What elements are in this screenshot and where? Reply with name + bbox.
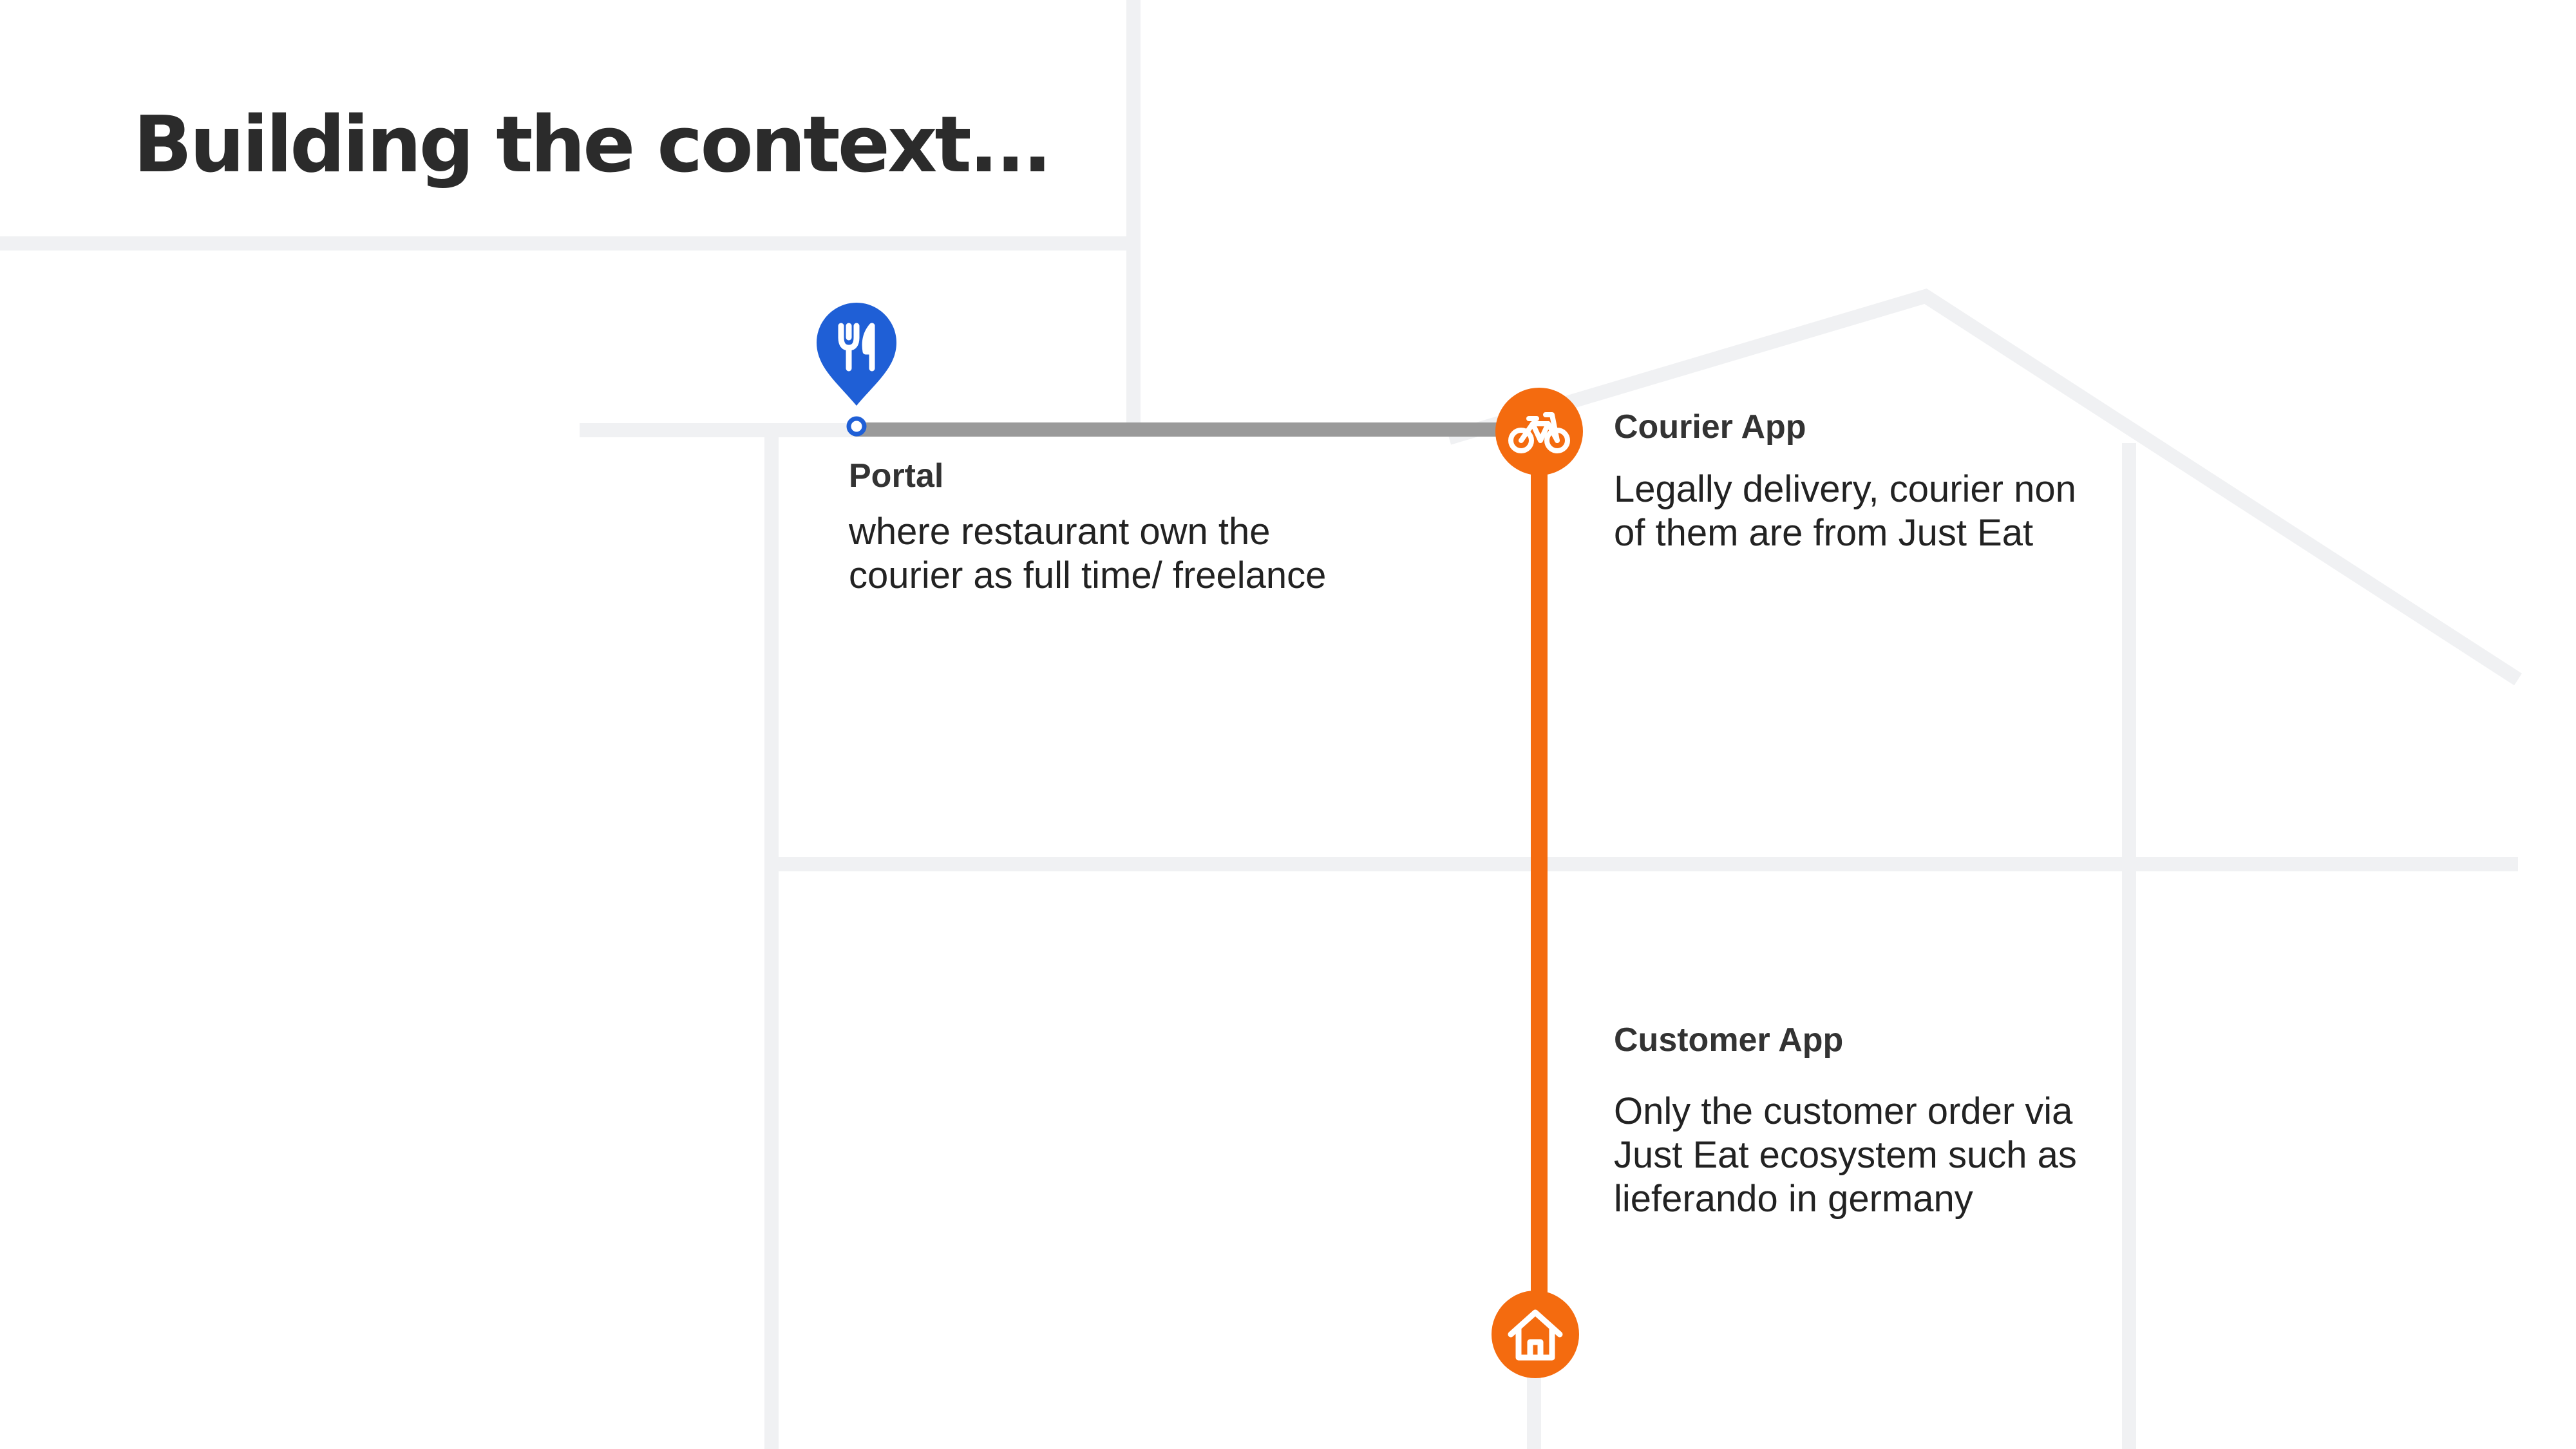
courier-app-description: Legally delivery, courier non of them ar… (1614, 468, 2076, 554)
portal-description: where restaurant own the courier as full… (849, 511, 1327, 596)
customer-app-label: Customer App (1614, 1021, 1844, 1059)
customer-node (1492, 1291, 1579, 1378)
fork-knife-icon (838, 323, 875, 372)
customer-app-description: Only the customer order via Just Eat eco… (1614, 1090, 2077, 1220)
restaurant-pin (817, 303, 896, 437)
bicycle-icon (1508, 412, 1570, 453)
courier-app-label: Courier App (1614, 408, 1806, 446)
portal-label: Portal (849, 457, 944, 495)
portal-location-dot (846, 416, 867, 437)
home-icon (1508, 1309, 1563, 1361)
map-house-roof (1446, 289, 2522, 686)
page-title: Building the context... (133, 100, 1052, 190)
courier-node (1495, 388, 1583, 475)
